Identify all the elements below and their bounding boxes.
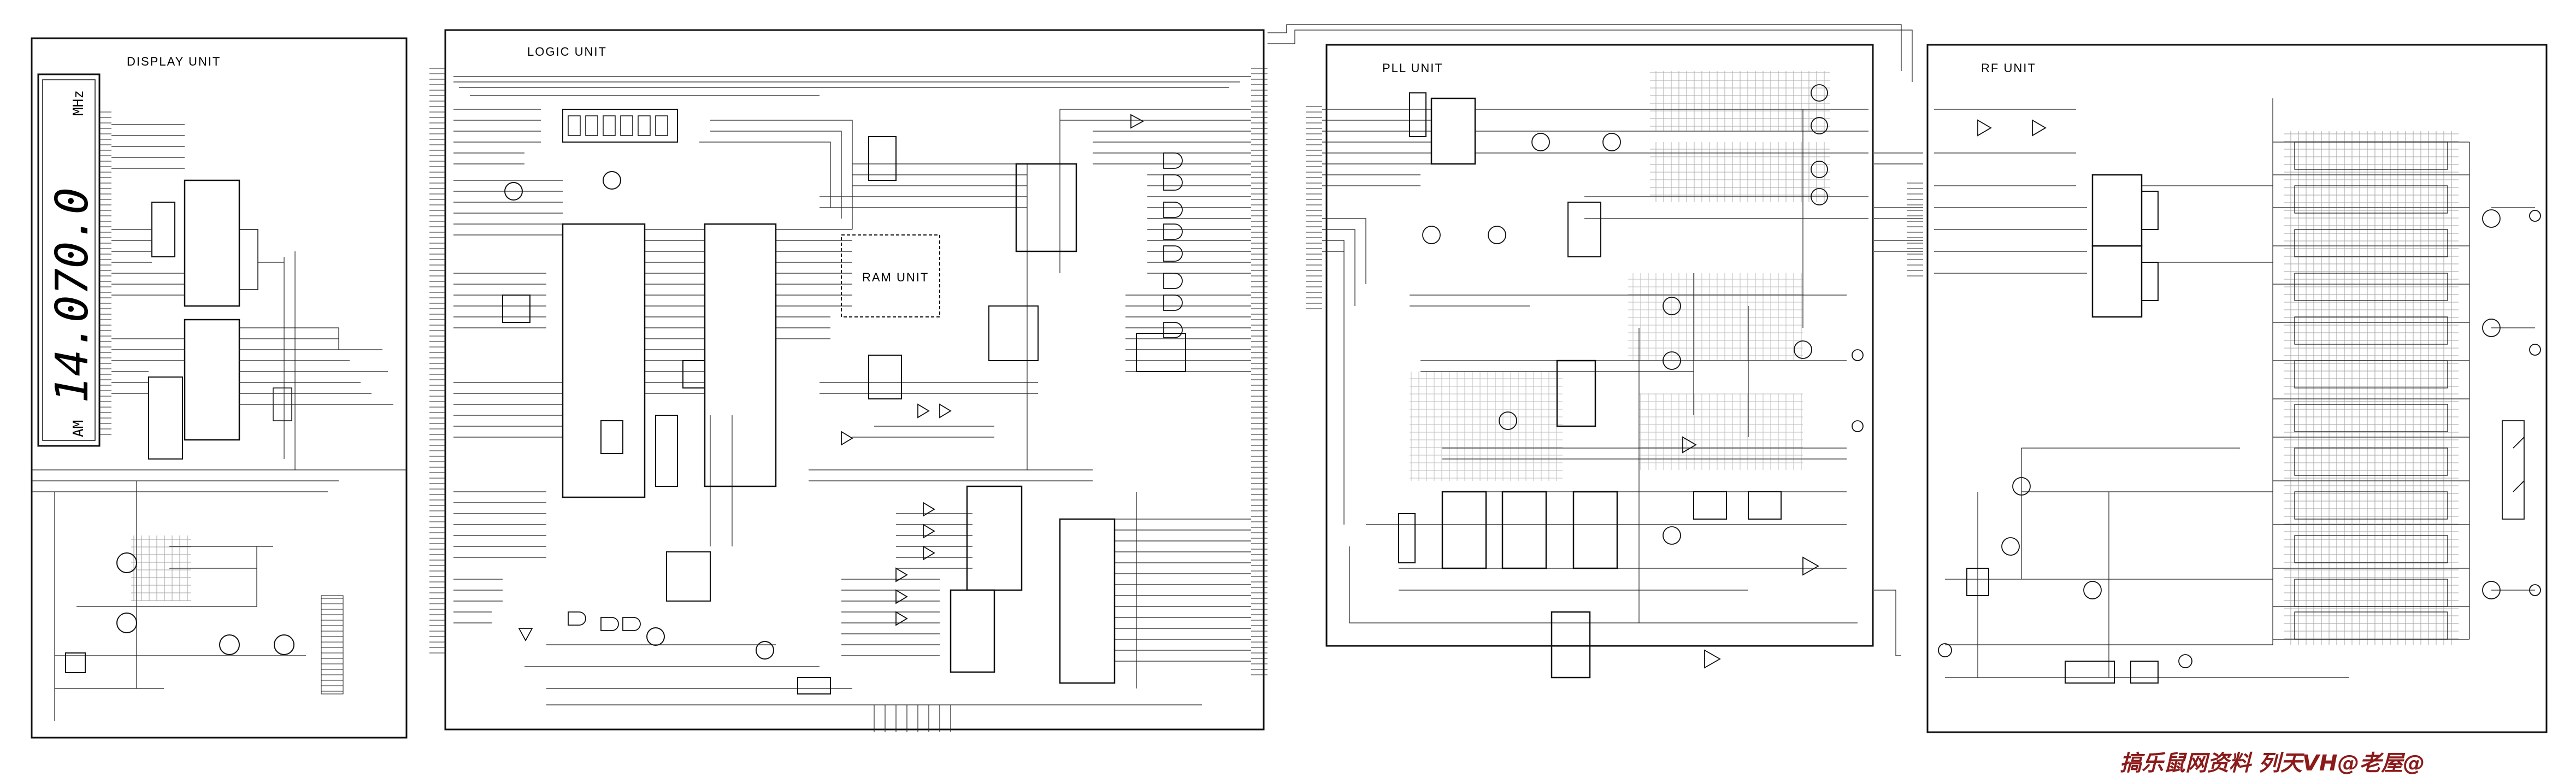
display-connector-block [151,202,175,257]
pll-filter-cluster [1410,372,1563,481]
lcd-unit-text: MHz [70,90,87,116]
ram-unit-title: RAM UNIT [862,270,929,284]
rf-unit-title: RF UNIT [1981,61,2036,75]
pll-unit-title: PLL UNIT [1382,61,1443,75]
display-unit: DISPLAY UNIT AM 14.070.0 MHz [31,37,408,739]
pll-ic-4 [1572,491,1618,569]
rf-mixer-ic-1 [2091,174,2143,247]
display-connector-block-2 [148,376,183,460]
display-unit-title: DISPLAY UNIT [127,55,221,68]
logic-rom-ic [704,223,777,487]
pll-unit-border [1325,44,1874,647]
ram-unit-block [841,234,940,317]
logic-unit: LOGIC UNIT [429,29,1268,732]
lcd-mode-text: AM [70,420,87,437]
display-driver-ic-2 [184,319,240,441]
display-transistor-cluster [131,535,191,601]
pll-ic-3 [1501,491,1547,569]
logic-unit-title: LOGIC UNIT [527,45,607,58]
logic-cpu-ic [562,223,646,498]
lcd-display-module: AM 14.070.0 MHz [37,73,111,447]
rf-mixer-ic-2 [2091,245,2143,318]
pll-ic-1 [1430,97,1476,165]
lcd-frequency-digits: 14.070.0 [46,187,98,403]
logic-latch-row [562,109,678,143]
pll-vco-cluster-1 [1650,71,1830,131]
pll-unit: PLL UNIT [1306,44,1874,679]
watermark-text: 搞乐鼠网资料 列天VH@老屋@ [2120,751,2425,776]
pll-vco-cluster-2 [1650,142,1830,202]
display-unit-border [31,37,408,739]
rf-unit: RF UNIT [1907,44,2548,733]
pll-ic-2 [1441,491,1487,569]
display-connector-strip [321,595,344,694]
display-driver-ic-1 [184,179,240,307]
rf-unit-border [1926,44,2548,733]
